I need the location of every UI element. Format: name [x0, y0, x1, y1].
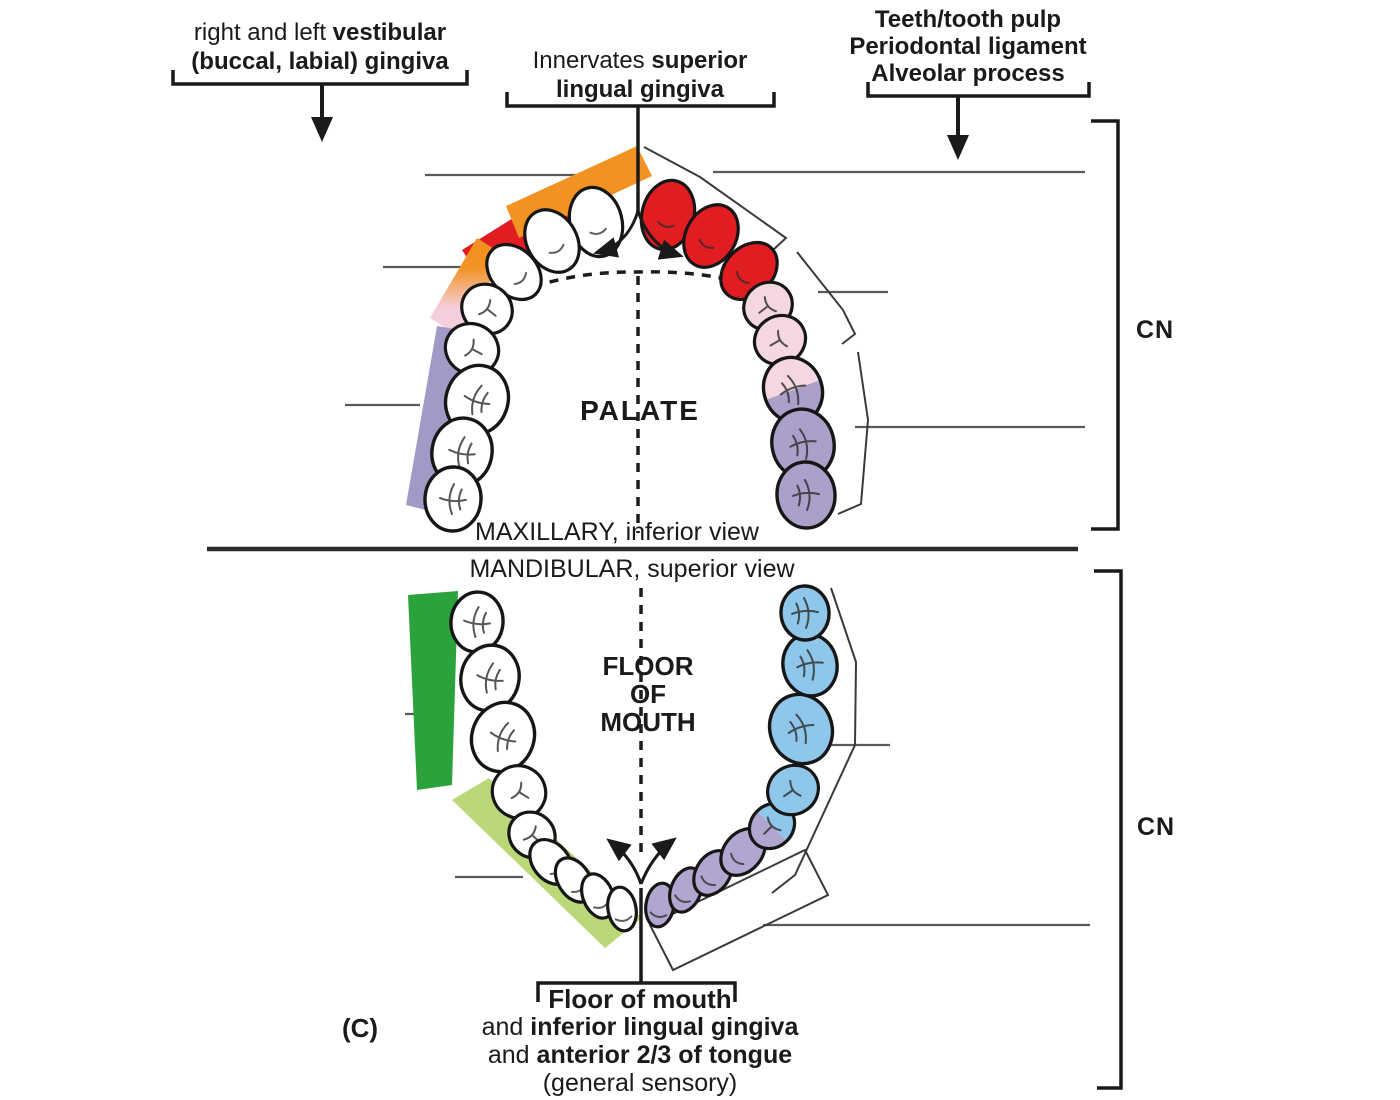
label-text-bold: Teeth/tooth pulp	[874, 6, 1062, 33]
label-text: and	[487, 1041, 537, 1069]
vestibular-bar-purple	[406, 326, 472, 514]
label-superior-lingual-gingiva: Innervates superior lingual gingiva	[533, 46, 748, 104]
label-text-bold: (buccal, labial) gingiva	[191, 48, 449, 75]
outline-strip-incisors-mand	[648, 848, 830, 972]
outline-strips	[643, 146, 870, 972]
label-floor-of-mouth: FLOOR OF MOUTH	[600, 652, 695, 736]
label-text-bold: Floor of mouth	[548, 984, 732, 1014]
label-text-bold: lingual gingiva	[555, 76, 725, 103]
label-text: (general sensory)	[542, 1069, 738, 1097]
label-text-bold: vestibular	[332, 19, 447, 46]
tooth	[469, 700, 537, 774]
label-cn-upper: CN	[1136, 316, 1175, 344]
label-text: right and left	[193, 19, 333, 46]
label-text-bold: Alveolar process	[871, 60, 1065, 87]
arrow-lingual-lower-left	[606, 838, 643, 885]
arrow-lingual-lower-right	[639, 837, 677, 885]
pointer-arrows	[311, 84, 969, 160]
label-text-bold: MOUTH	[600, 707, 696, 737]
bracket-cn-lower	[1094, 569, 1123, 1090]
mandibular-arch	[449, 584, 839, 933]
bracket-floor-of-mouth	[536, 981, 737, 1002]
tooth-blue	[779, 584, 831, 642]
label-text: and	[481, 1013, 531, 1041]
label-text-bold: FLOOR	[602, 651, 694, 681]
outline-strip-molars-max	[837, 351, 870, 515]
label-text: Innervates	[532, 47, 652, 74]
label-teeth-pulp: Teeth/tooth pulp Periodontal ligament Al…	[849, 6, 1086, 87]
lingual-arrows	[593, 210, 684, 885]
label-text-bold: OF	[629, 679, 667, 709]
arrow-teeth-pulp-head	[947, 135, 969, 160]
outline-strip-incisors-max	[643, 146, 788, 251]
bracket-cn-upper	[1091, 119, 1120, 531]
outline-strip-molars-mand	[771, 587, 858, 894]
label-vestibular-gingiva: right and left vestibular (buccal, labia…	[191, 18, 448, 76]
label-text-bold: anterior 2/3 of tongue	[536, 1041, 793, 1069]
caption-mandibular: MANDIBULAR, superior view	[469, 555, 795, 583]
bracket-lingual-superior	[505, 92, 776, 108]
outline-strip-premolars-max	[796, 251, 857, 345]
tooth-blue	[766, 763, 820, 817]
tooth	[606, 885, 638, 933]
tooth	[523, 208, 581, 274]
label-floor-mouth-caption: Floor of mouth and inferior lingual ging…	[482, 985, 799, 1097]
label-cn-lower: CN	[1137, 813, 1176, 841]
vestibular-bar-green-dark	[408, 591, 458, 790]
tooth-red	[682, 203, 740, 269]
arrow-lingual-upper-right	[636, 210, 684, 260]
label-text-bold: superior	[651, 47, 748, 74]
bracket-teeth-pulp	[866, 82, 1091, 98]
brackets	[171, 70, 1123, 1090]
tooth	[423, 465, 483, 533]
label-figure-letter: (C)	[342, 1013, 379, 1043]
label-palate: PALATE	[580, 395, 700, 426]
label-text-bold: Periodontal ligament	[849, 33, 1087, 60]
tooth	[490, 764, 548, 820]
caption-maxillary: MAXILLARY, inferior view	[475, 518, 759, 546]
arrow-lingual-upper-left	[593, 210, 640, 258]
maxillary-arch	[423, 178, 837, 533]
label-text-bold: inferior lingual gingiva	[530, 1013, 799, 1041]
tooth-purple	[775, 460, 837, 530]
arrow-vestibular-head	[311, 117, 333, 142]
tooth-blue	[767, 692, 835, 766]
